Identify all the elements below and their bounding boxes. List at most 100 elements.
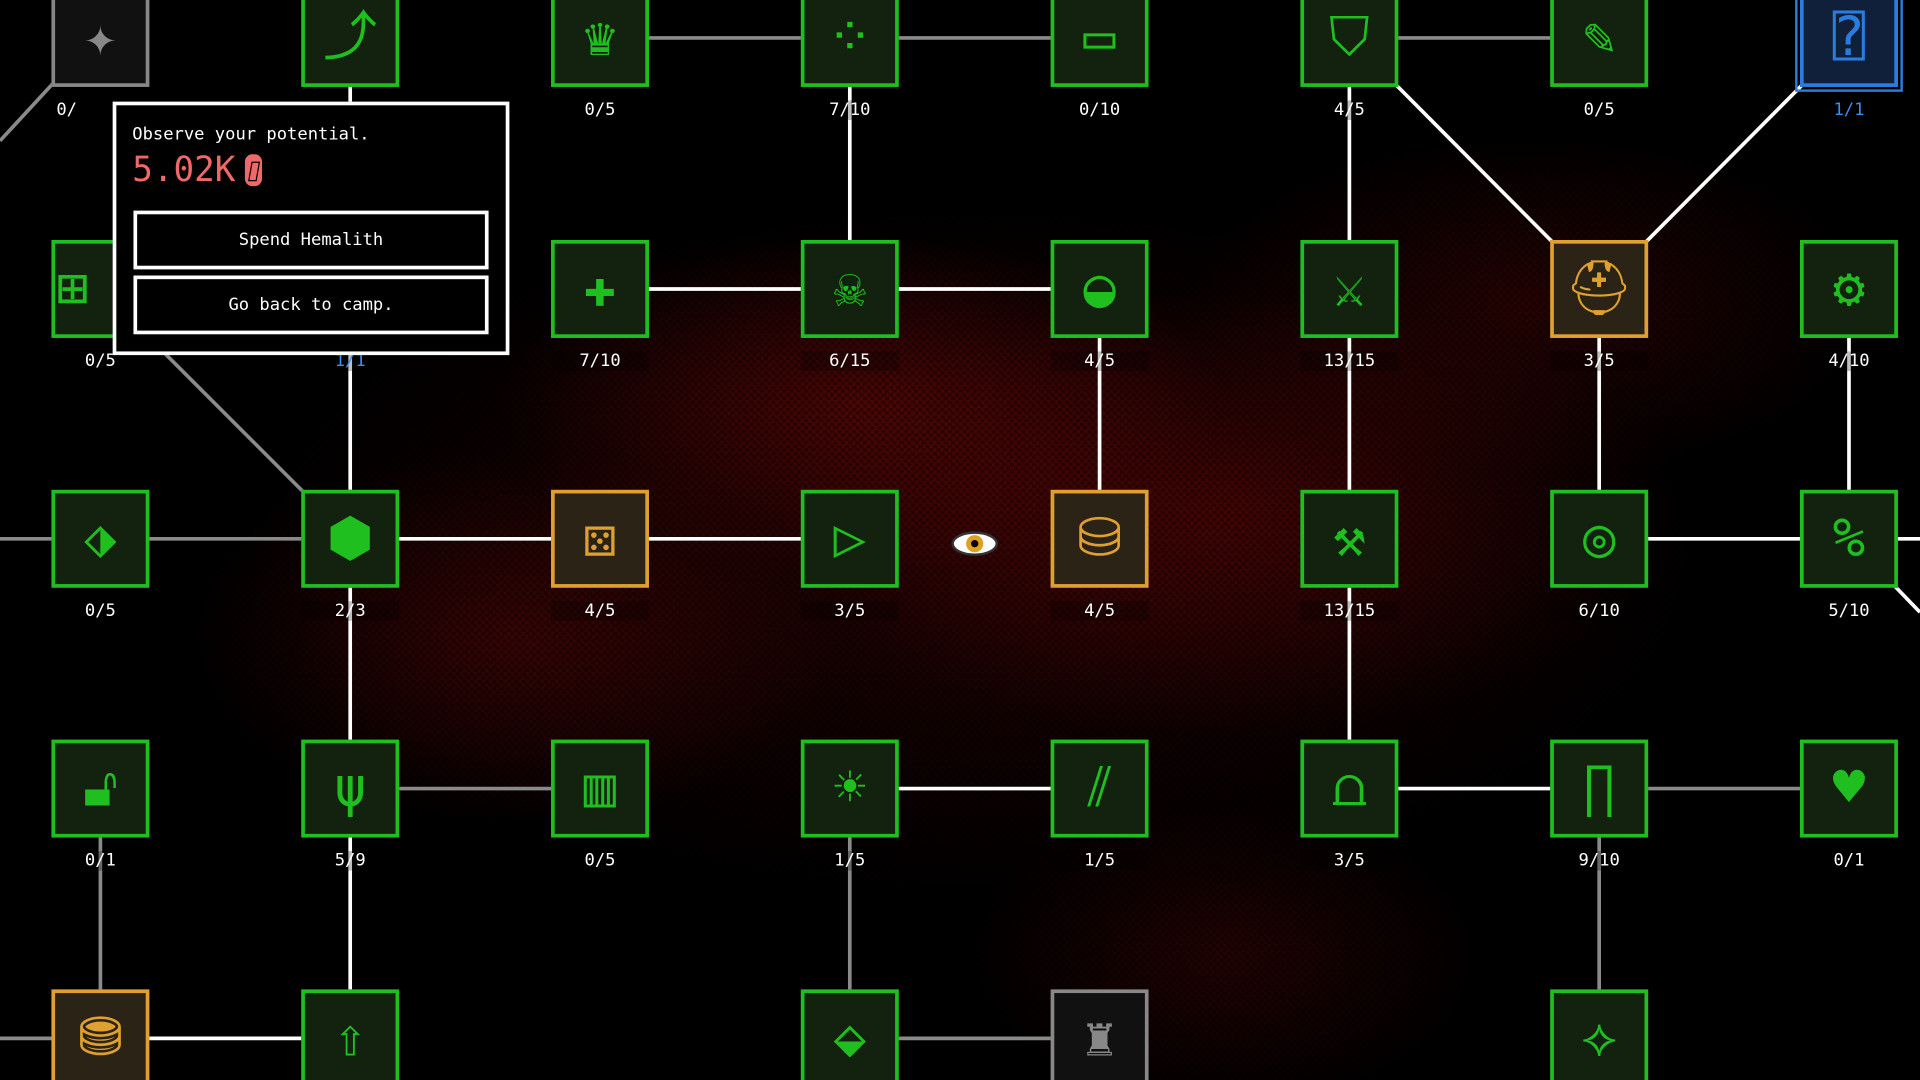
skill-rank-label: 7/10 [800,100,899,121]
anvil-icon: ⚒ [1333,506,1366,570]
skill-rank-label: 3/5 [1550,351,1649,372]
skill-node[interactable]: ⟡ [1550,989,1649,1080]
skill-node[interactable]: ✦ [51,0,150,87]
cube-icon: ⬢ [326,506,374,570]
armor-plus-icon: ⛉ [1329,6,1370,69]
skill-node[interactable]: % [1800,489,1898,588]
skill-node[interactable]: ✚ [551,240,649,338]
skill-node[interactable]: ▭ [1050,0,1149,87]
skull-icon: ☠ [833,257,867,320]
skill-rank-label: 4/5 [551,601,649,621]
skill-node[interactable]: ♥ [1800,739,1898,838]
dodge-arrow-icon: ⤴ [323,6,378,69]
heart-icon: ♥ [1832,756,1866,820]
bug-icon: ☀ [833,756,867,820]
skill-node[interactable]: ψ [301,739,400,838]
skill-rank-label: 7/10 [551,351,649,372]
skill-node[interactable]: ⚄ [551,489,649,588]
play-triangle-icon: ▷ [833,506,867,570]
scroll-sword-icon: ✎ [1582,6,1616,69]
gears-icon: ⚙ [1832,257,1866,320]
skill-node[interactable]: ⤴ [301,0,400,87]
skill-node[interactable]: ⁘ [800,0,899,87]
cross-plus-icon: ✚ [583,257,617,320]
skill-rank-label: 0/5 [551,100,649,121]
skill-node[interactable]: ◎ [1550,489,1649,588]
skill-node[interactable]: ⛑ [1550,240,1649,338]
skill-rank-label: 0/5 [551,851,649,871]
skill-rank-label: 0/1 [1800,851,1898,871]
skill-node[interactable]: ⬢ [301,489,400,588]
skill-node[interactable]: ◒ [1050,240,1149,338]
dialog-title: Observe your potential. [132,124,370,145]
skill-node[interactable]: ⛉ [1300,0,1399,87]
hemalith-gem-icon [245,153,263,186]
tag-icon: ⬗ [84,506,117,570]
cage-icon: ▥ [583,756,617,820]
boots-plus-icon: ⩍ [1331,756,1367,820]
skill-rank-label: 2/3 [301,601,400,621]
skill-rank-label: 0/1 [51,851,150,871]
skill-rank-label: 1/5 [800,851,899,871]
skill-rank-label: 1/1 [1800,100,1898,121]
skill-rank-label: 1/1 [301,351,400,372]
grass-icon: ψ [333,756,367,820]
shapes-icon: ⟡ [1581,1006,1617,1069]
helmet-plus-icon: ⛑ [1564,257,1634,320]
skill-rank-label: 6/10 [1550,601,1649,621]
skill-node[interactable]: ⚒ [1300,489,1399,588]
dice-stack-icon: ⚄ [583,506,617,570]
skill-node[interactable]: ♛ [551,0,649,87]
skill-node[interactable]: ⛃ [51,989,150,1080]
sword-plus-icon: ⚔ [1333,257,1366,320]
skill-node[interactable]: ⚔ [1300,240,1399,338]
skill-node[interactable]: ∏ [1550,739,1649,838]
coin-plus-icon: ⛁ [1077,506,1123,570]
spend-hemalith-button[interactable]: Spend Hemalith [133,210,489,270]
skill-node[interactable]: ▷ [800,489,899,588]
skill-node[interactable]: ⬗ [51,489,150,588]
skill-node[interactable]: ⇧ [301,989,400,1080]
skill-node[interactable]: ♜ [1050,989,1149,1080]
skill-node[interactable]: ⬙ [800,989,899,1080]
go-back-to-camp-button[interactable]: Go back to camp. [133,275,489,335]
skill-rank-label: 5/9 [301,851,400,871]
coins-dice-icon: ⛃ [77,1006,123,1069]
skill-node[interactable]: ✎ [1550,0,1649,87]
skill-node[interactable]: ⚙ [1800,240,1898,338]
skill-node[interactable]: ▥ [551,739,649,838]
tag-eye-icon: ⬙ [833,1006,867,1069]
crown-spikes-icon: ♛ [583,6,617,69]
up-arrow-icon: ⇧ [333,1006,367,1069]
skill-node[interactable]: ⍰ [1795,0,1903,92]
skill-rank-label: 5/10 [1800,601,1898,621]
skill-rank-label: 9/10 [1550,851,1649,871]
claw-icon: ⫽ [1087,756,1112,820]
skill-rank-label: 4/5 [1300,100,1399,121]
skill-node[interactable]: 🔓︎ [51,739,150,838]
eye-icon [951,531,998,556]
skill-node[interactable]: ☠ [800,240,899,338]
skill-rank-label: 1/5 [1050,851,1149,871]
skill-node[interactable]: ⩍ [1300,739,1399,838]
skill-rank-label: 3/5 [1300,851,1399,871]
skill-node[interactable]: ☀ [800,739,899,838]
skill-node[interactable]: ⫽ [1050,739,1149,838]
figure-icon: ♜ [1083,1006,1116,1069]
target-icon: ◎ [1582,506,1616,570]
battery-icon: ▭ [1083,6,1116,69]
skill-rank-label: 13/15 [1300,351,1399,372]
skill-rank-label: 4/5 [1050,351,1149,372]
skill-rank-label: 0/10 [1050,100,1149,121]
currency-display: 5.02K [132,149,263,190]
skill-rank-label: 0/5 [51,601,150,621]
skill-node[interactable]: ⛁ [1050,489,1149,588]
currency-amount: 5.02K [132,149,236,190]
skill-rank-label: 0/ [53,100,80,121]
skill-rank-label: 13/15 [1300,601,1399,621]
bubbles-plus-icon: ⁘ [827,6,873,69]
skill-rank-label: 4/10 [1800,351,1898,372]
percent-icon: % [1832,506,1866,570]
skill-rank-label: 0/5 [1550,100,1649,121]
